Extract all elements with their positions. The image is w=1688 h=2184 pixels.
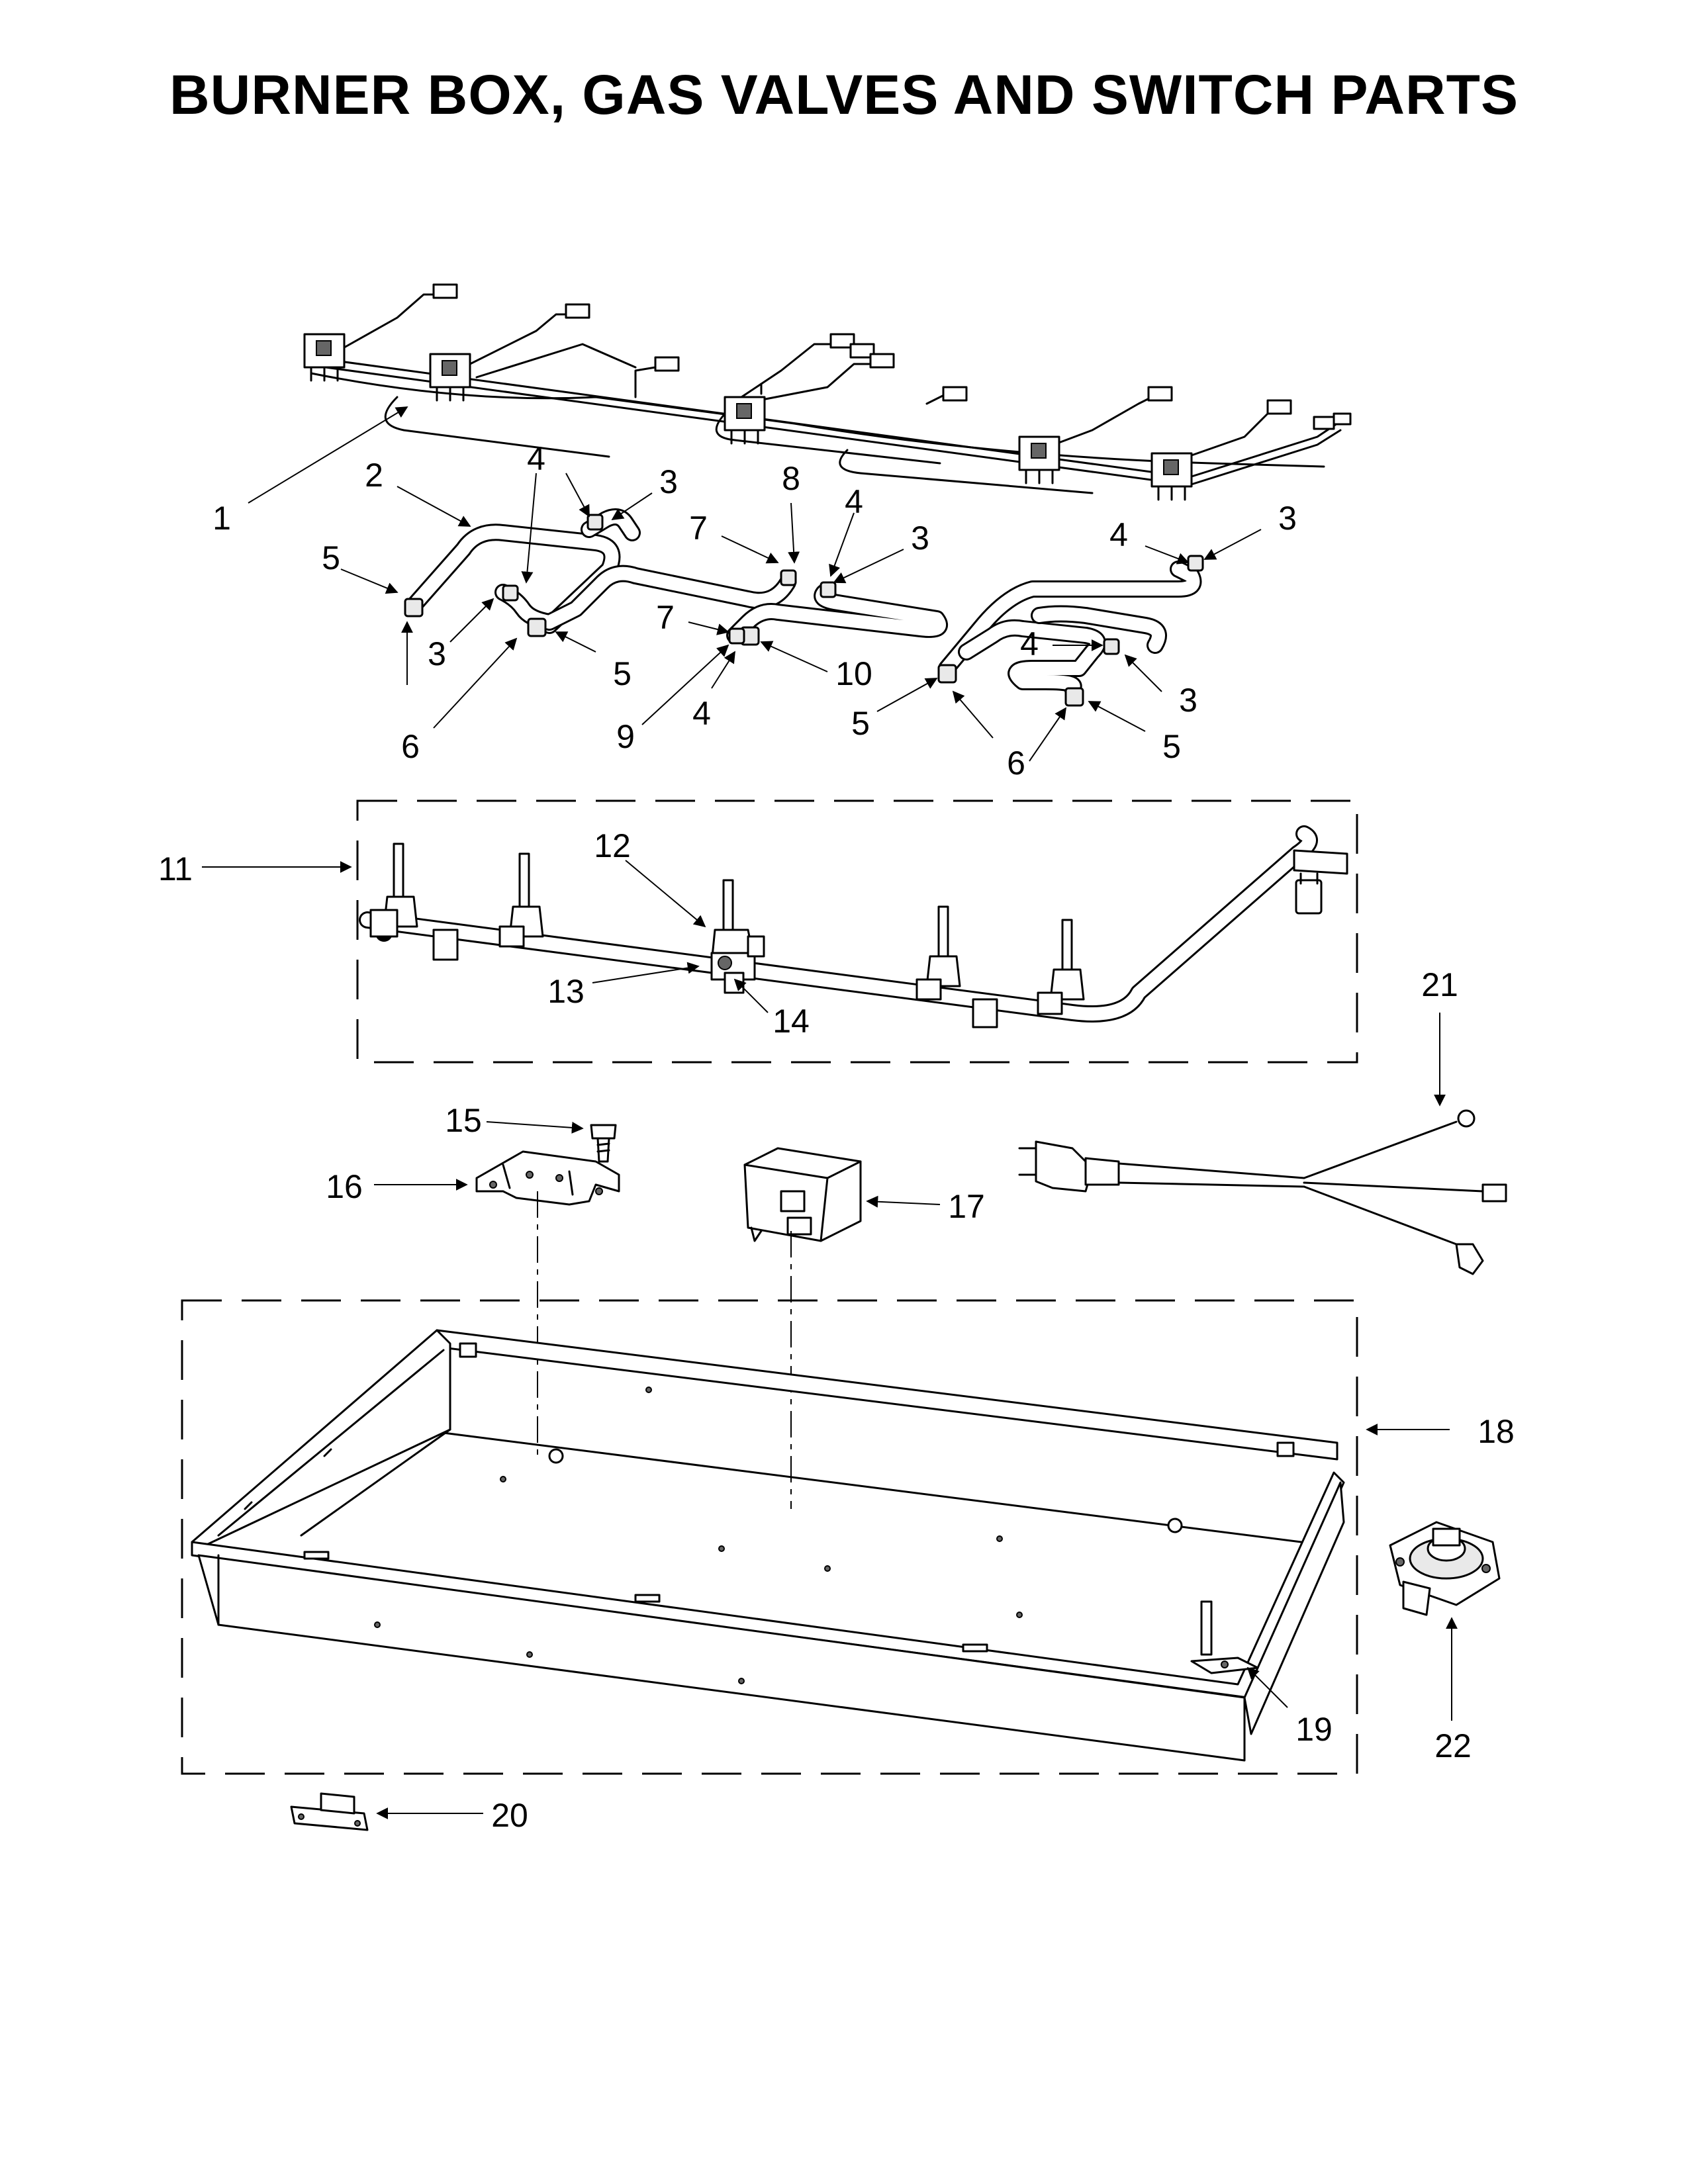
clip [290,1792,369,1831]
callout-2: 2 [365,457,383,494]
callout-5a: 5 [322,539,340,576]
screw [590,1124,617,1163]
power-cord [1018,1109,1507,1275]
callout-21: 21 [1421,966,1458,1003]
callout-11: 11 [158,850,193,887]
igniter-switch [1389,1521,1501,1616]
valve-2 [498,852,544,948]
page-title: BURNER BOX, GAS VALVES AND SWITCH PARTS [169,64,1519,126]
callout-4c: 4 [692,695,711,732]
valve-1 [369,842,459,961]
callout-13: 13 [547,973,585,1010]
gas-tubes [404,508,1204,707]
valve-4 [915,905,998,1028]
callout-3d: 3 [1278,500,1297,537]
callout-9: 9 [616,718,635,755]
switch-harness [303,283,1352,501]
callout-7b: 7 [656,599,675,636]
callout-19: 19 [1295,1711,1333,1748]
switch-1 [303,333,346,382]
callout-1: 1 [212,500,231,537]
callout-17: 17 [948,1188,985,1225]
callout-3c: 3 [911,520,929,557]
callout-3a: 3 [659,463,678,500]
leader-lines [202,406,1458,1819]
callout-22: 22 [1434,1727,1472,1764]
callout-3e: 3 [1179,682,1197,719]
manifold-group [356,799,1358,1064]
fitting-nuts [404,514,1204,707]
callout-5d: 5 [1162,728,1181,765]
valve-5 [1037,919,1085,1015]
callout-10: 10 [835,655,872,692]
callout-6b: 6 [1007,745,1025,782]
callout-4e: 4 [1020,625,1039,662]
callout-4a: 4 [527,440,545,477]
spark-module [743,1147,862,1242]
callout-labels: 1 2 3 3 3 3 3 4 4 4 4 4 5 5 5 5 6 6 7 7 … [158,440,1515,1834]
callout-4b: 4 [845,483,863,520]
burner-box-group [181,1299,1358,1775]
callout-16: 16 [326,1168,363,1205]
callout-15: 15 [445,1102,482,1139]
callout-7a: 7 [689,510,708,547]
callout-14: 14 [773,1003,810,1040]
valve-3-clip [724,972,745,994]
callout-3b: 3 [428,635,446,672]
switch-3 [724,396,766,445]
callout-8: 8 [782,460,800,497]
switch-2 [429,353,471,402]
callout-18: 18 [1477,1413,1515,1450]
callout-5c: 5 [851,705,870,742]
switch-4 [1018,435,1060,484]
callout-20: 20 [491,1797,528,1834]
switch-5 [1150,452,1193,501]
callout-4d: 4 [1109,516,1128,553]
callout-5b: 5 [613,655,632,692]
callout-6a: 6 [401,728,420,765]
callout-12: 12 [594,827,631,864]
mounting-bracket [475,1150,620,1206]
